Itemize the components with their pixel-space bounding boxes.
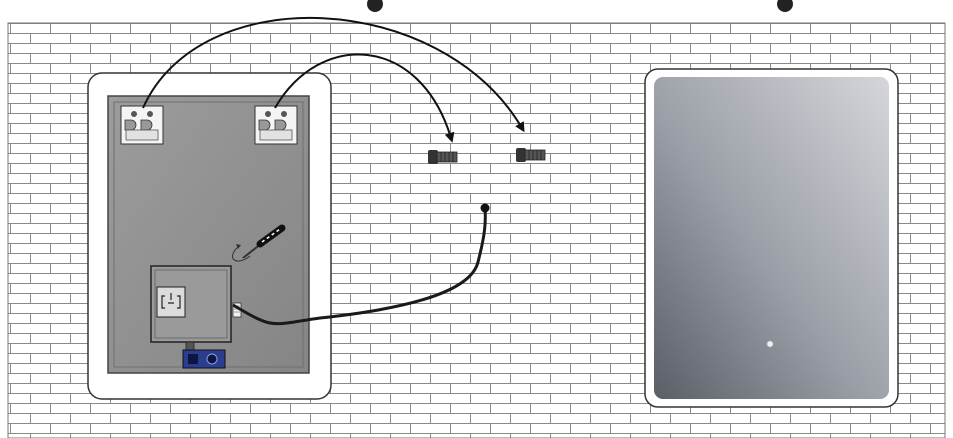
power-cable xyxy=(232,208,487,326)
arrow-bracket-right-to-screw-left xyxy=(274,53,455,143)
cable-wall-outlet-dot xyxy=(480,203,490,213)
wall-screw-right xyxy=(516,148,546,162)
wall-screw-left xyxy=(428,150,458,164)
screwdriver xyxy=(232,224,286,262)
mirror-front-view xyxy=(644,68,899,408)
rotation-arrow-icon xyxy=(232,246,251,262)
junction-box xyxy=(150,265,242,351)
arrow-bracket-left-to-screw-right xyxy=(142,17,525,133)
step-marker-left xyxy=(367,0,383,12)
touch-switch-module xyxy=(182,349,226,369)
mirror-back-view xyxy=(87,72,332,400)
step-marker-right xyxy=(777,0,793,12)
mirror-glass xyxy=(654,77,889,399)
power-symbol-icon xyxy=(156,286,186,318)
mounting-bracket-left xyxy=(120,105,164,145)
touch-sensor-dot xyxy=(766,340,774,348)
mounting-bracket-right xyxy=(254,105,298,145)
